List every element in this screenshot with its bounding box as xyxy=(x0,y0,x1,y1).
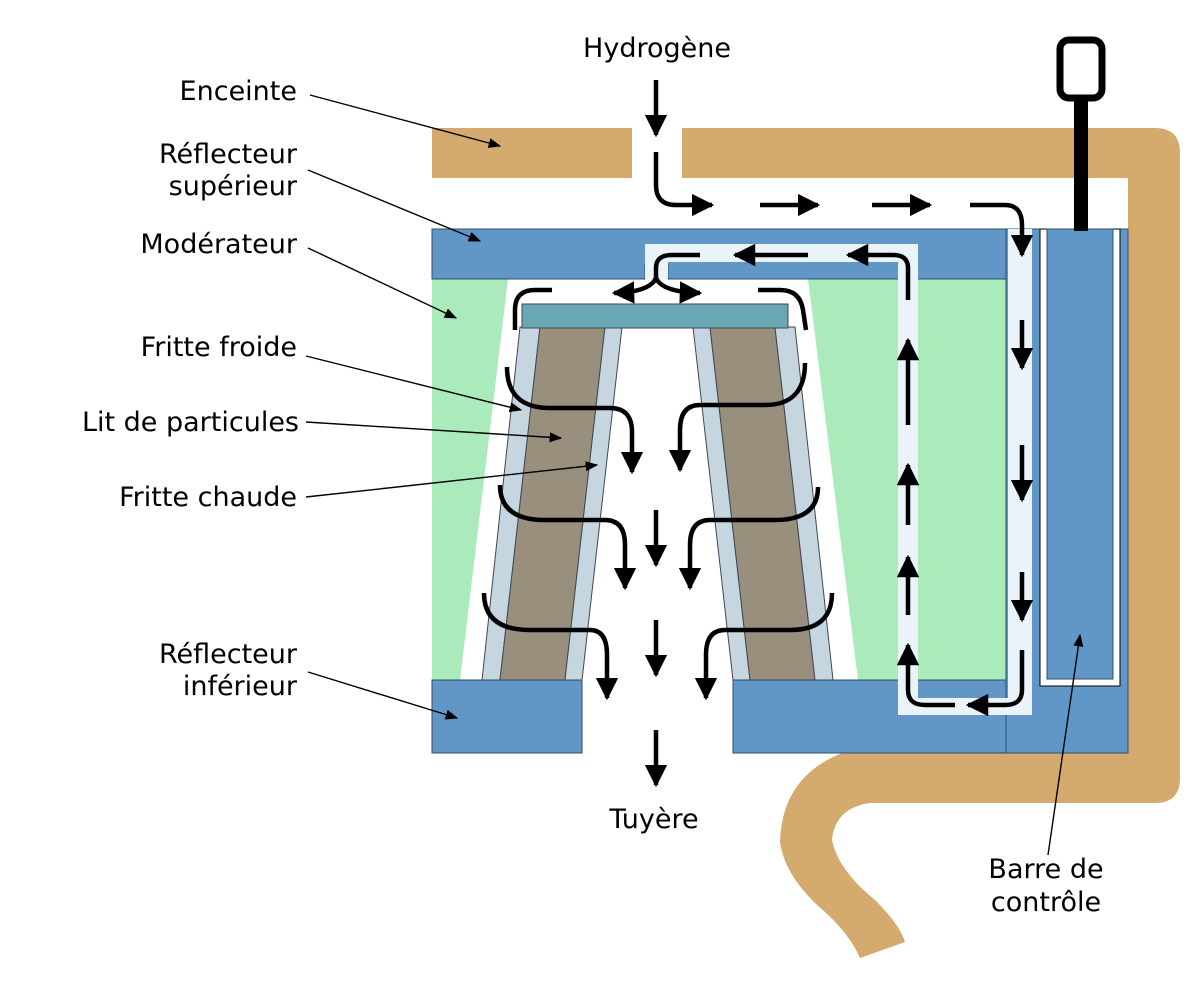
label-barre-2: contrôle xyxy=(991,887,1101,918)
flow-cross-right-2 xyxy=(678,486,821,591)
flow-cross-left-1 xyxy=(504,366,644,475)
label-tuyere: Tuyère xyxy=(608,804,698,835)
label-lit-particules: Lit de particules xyxy=(82,407,299,438)
label-reflecteur-sup-2: supérieur xyxy=(169,171,298,202)
leader-fritte-chaude xyxy=(305,461,599,498)
leader-fritte-froide xyxy=(305,355,523,413)
flow-inlet-bend xyxy=(653,152,715,217)
control-rod-shaft xyxy=(1074,96,1088,231)
leader-reflecteur-inf xyxy=(307,671,459,720)
control-rod-handle xyxy=(1056,36,1106,102)
control-rod xyxy=(1046,228,1114,680)
fuel-element xyxy=(481,303,834,681)
leader-lines xyxy=(305,94,1084,856)
leader-barre xyxy=(1047,633,1084,856)
flow-gap-left xyxy=(512,287,552,330)
flow-upper-split xyxy=(653,252,700,278)
label-hydrogene: Hydrogène xyxy=(583,33,731,64)
flow-arrows xyxy=(481,80,1034,788)
leader-moderateur xyxy=(307,247,458,319)
label-reflecteur-inf-2: inférieur xyxy=(183,671,298,702)
label-fritte-chaude: Fritte chaude xyxy=(119,482,297,513)
reflecteur-inferieur-right xyxy=(732,679,1007,754)
flow-cross-left-2 xyxy=(497,484,637,591)
flow-split-left xyxy=(611,276,659,304)
labels: Hydrogène Tuyère Enceinte Réflecteur sup… xyxy=(82,33,1104,918)
leader-lit xyxy=(305,421,563,443)
enceinte-top-right xyxy=(682,128,1180,958)
label-enceinte: Enceinte xyxy=(180,76,297,107)
label-moderateur: Modérateur xyxy=(140,229,298,260)
leader-enceinte xyxy=(309,94,502,148)
leader-reflecteur-sup xyxy=(307,169,482,242)
label-barre-1: Barre de xyxy=(988,854,1103,885)
flow-cross-right-3 xyxy=(694,592,835,701)
flow-bottom-turn xyxy=(965,650,1025,717)
top-plate xyxy=(521,303,789,329)
flow-cross-left-3 xyxy=(481,592,619,701)
label-reflecteur-inf-1: Réflecteur xyxy=(159,639,298,670)
label-fritte-froide: Fritte froide xyxy=(141,332,297,363)
flow-gap-right xyxy=(758,287,809,331)
flow-upper-return xyxy=(845,243,911,300)
flow-cross-right-1 xyxy=(668,362,808,473)
flow-split-right xyxy=(653,276,703,304)
label-reflecteur-sup-1: Réflecteur xyxy=(159,139,298,170)
flow-bottom-left xyxy=(896,642,955,708)
flow-top-bend xyxy=(970,202,1034,258)
